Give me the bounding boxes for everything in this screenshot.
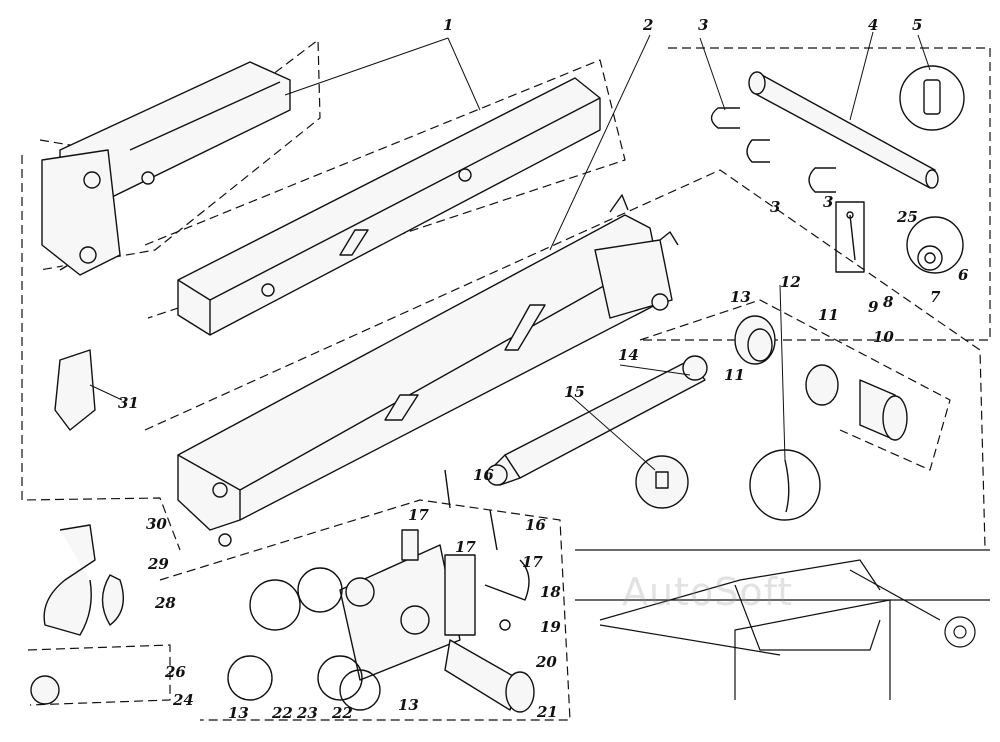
part-label-31: 31: [118, 394, 139, 412]
part-label-16: 16: [525, 516, 546, 534]
part-label-6: 6: [958, 266, 969, 284]
part-label-11: 11: [818, 306, 839, 324]
part-label-9: 9: [868, 298, 879, 316]
part-label-23: 23: [297, 704, 318, 722]
part-label-25: 25: [897, 208, 918, 226]
part-label-16: 16: [473, 466, 494, 484]
part-label-15: 15: [564, 383, 585, 401]
crane-inset-sketch: [575, 549, 990, 700]
part-label-24: 24: [173, 691, 194, 709]
part-label-18: 18: [540, 583, 561, 601]
part-label-28: 28: [155, 594, 176, 612]
part-label-29: 29: [148, 555, 169, 573]
lifting-hook-parts: [30, 349, 124, 705]
part-label-13: 13: [398, 696, 419, 714]
part-label-10: 10: [873, 328, 894, 346]
part-label-14: 14: [618, 346, 639, 364]
pivot-bracket-parts: [339, 529, 476, 681]
part-label-13: 13: [228, 704, 249, 722]
part-label-3: 3: [698, 16, 709, 34]
roller-part: [444, 639, 535, 713]
part-label-3: 3: [823, 193, 834, 211]
part-label-20: 20: [536, 653, 557, 671]
part-label-30: 30: [146, 515, 167, 533]
part-label-17: 17: [455, 538, 476, 556]
detail-circle-bolt: [899, 65, 965, 131]
part-label-22: 22: [272, 704, 293, 722]
part-label-12: 12: [780, 273, 801, 291]
part-label-13: 13: [730, 288, 751, 306]
part-label-21: 21: [537, 703, 558, 721]
leader-lines: [89, 31, 931, 471]
bushing-parts: [734, 315, 908, 441]
part-label-7: 7: [930, 288, 941, 306]
part-label-2: 2: [643, 16, 654, 34]
part-label-17: 17: [522, 553, 543, 571]
part-label-5: 5: [912, 16, 923, 34]
u-clip-parts: [710, 107, 836, 193]
main-boom: [177, 194, 679, 547]
part-label-26: 26: [165, 663, 186, 681]
bolt-part: [835, 201, 865, 273]
hydraulic-cylinder: [486, 355, 708, 509]
part-label-17: 17: [408, 506, 429, 524]
part-label-1: 1: [443, 16, 454, 34]
ring-parts: [227, 567, 511, 711]
pin-shaft-part: [748, 71, 939, 189]
hook-link-parts: [444, 469, 530, 601]
part-label-22: 22: [332, 704, 353, 722]
detail-circle-pin: [749, 449, 821, 521]
part-label-8: 8: [883, 293, 894, 311]
part-label-11: 11: [724, 366, 745, 384]
watermark-text: AutoSoft: [622, 570, 794, 614]
washer-part: [906, 216, 964, 274]
part-label-19: 19: [540, 618, 561, 636]
upper-boom-section-middle: [177, 77, 601, 336]
part-label-3: 3: [770, 198, 781, 216]
part-label-4: 4: [868, 16, 879, 34]
upper-boom-section-left: [41, 61, 291, 276]
